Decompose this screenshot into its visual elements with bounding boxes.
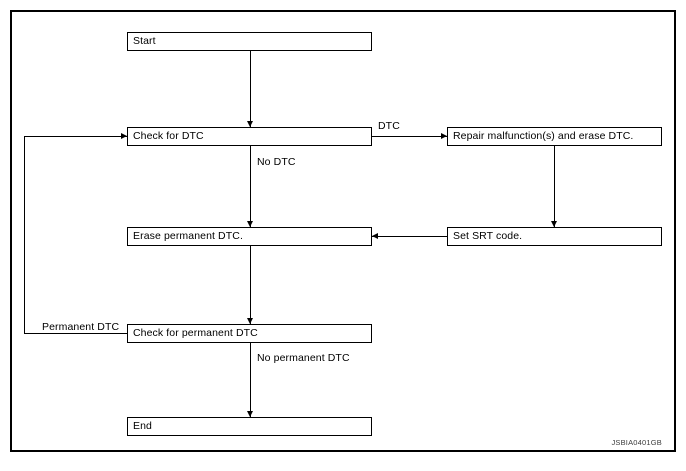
node-check-for-permanent-dtc: Check for permanent DTC	[127, 324, 372, 343]
connector-permanent-dtc-loop-left	[24, 136, 25, 334]
node-repair-malfunctions: Repair malfunction(s) and erase DTC.	[447, 127, 662, 146]
node-erase-permanent-dtc: Erase permanent DTC.	[127, 227, 372, 246]
node-start: Start	[127, 32, 372, 51]
connector-check-permanent-to-end	[250, 343, 251, 417]
arrowhead-check-permanent-to-end	[246, 411, 253, 417]
arrowhead-set-srt-to-erase-permanent	[372, 232, 378, 239]
edge-label-dtc: DTC	[378, 120, 400, 132]
node-check-for-dtc: Check for DTC	[127, 127, 372, 146]
node-set-srt-code: Set SRT code.	[447, 227, 662, 246]
arrowhead-repair-to-set-srt	[550, 221, 557, 227]
arrowhead-check-dtc-to-repair	[441, 132, 447, 139]
connector-start-to-check-dtc	[250, 51, 251, 127]
connector-permanent-dtc-loop-top	[24, 136, 127, 137]
edge-label-no-dtc: No DTC	[257, 156, 296, 168]
connector-check-dtc-to-erase-permanent	[250, 146, 251, 227]
connector-repair-to-set-srt	[554, 146, 555, 227]
edge-label-no-permanent-dtc: No permanent DTC	[257, 352, 350, 364]
connector-erase-permanent-to-check-permanent	[250, 246, 251, 324]
arrowhead-check-dtc-to-erase-permanent	[246, 221, 253, 227]
connector-check-dtc-to-repair	[372, 136, 447, 137]
node-end: End	[127, 417, 372, 436]
connector-set-srt-to-erase-permanent	[372, 236, 447, 237]
edge-label-permanent-dtc: Permanent DTC	[42, 321, 120, 333]
figure-frame: Start Check for DTC Repair malfunction(s…	[10, 10, 676, 452]
arrowhead-permanent-dtc-loop	[121, 132, 127, 139]
arrowhead-start-to-check-dtc	[246, 121, 253, 127]
figure-id-watermark: JSBIA0401GB	[611, 438, 662, 447]
connector-permanent-dtc-loop-bottom	[24, 333, 127, 334]
arrowhead-erase-permanent-to-check-permanent	[246, 318, 253, 324]
